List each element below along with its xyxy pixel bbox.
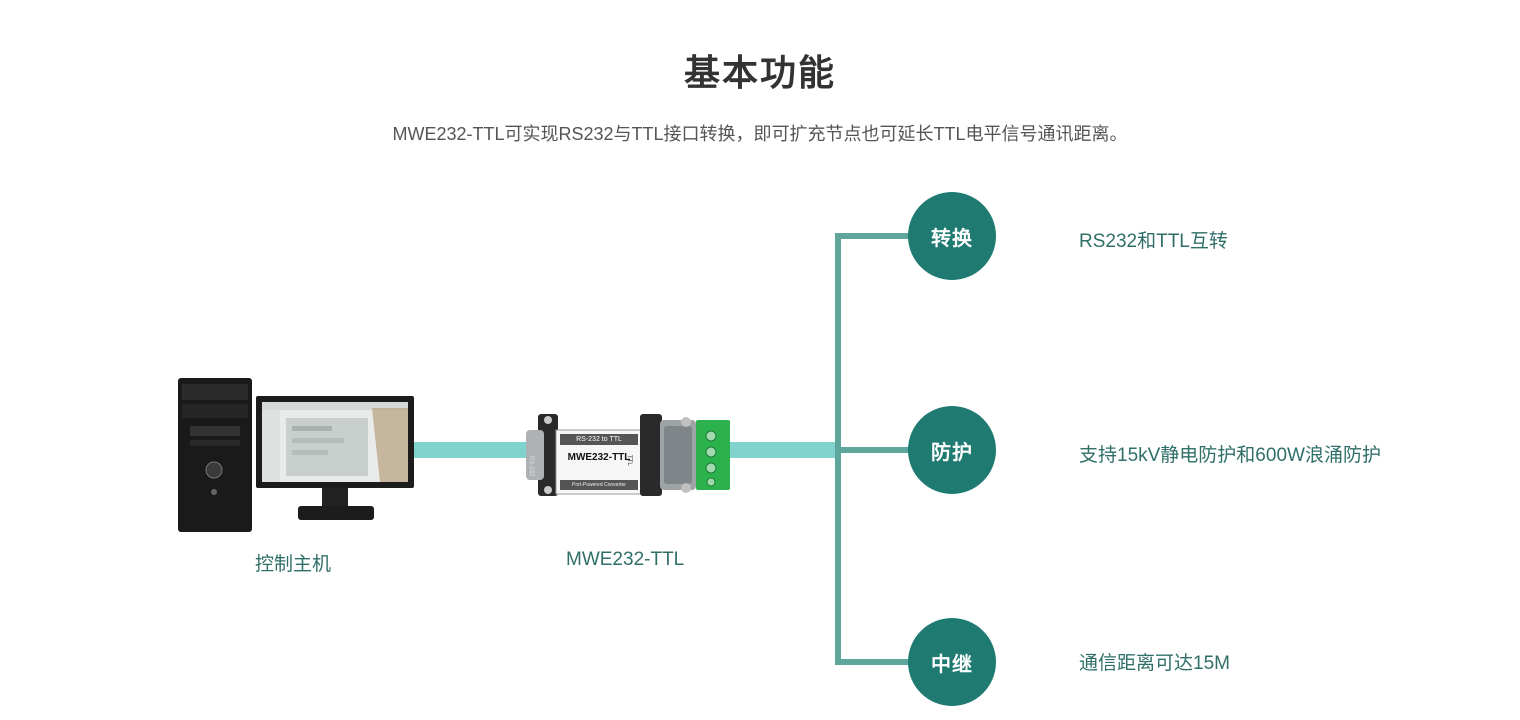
converter-device-icon bbox=[526, 414, 730, 496]
function-node-conversion: 转换 bbox=[908, 192, 996, 280]
function-node-relay: 中继 bbox=[908, 618, 996, 706]
page-title: 基本功能 bbox=[683, 52, 836, 93]
cable-converter-to-branch bbox=[728, 442, 838, 458]
converter-side-text: RS-232 bbox=[528, 456, 534, 477]
converter-top-text: RS-232 to TTL bbox=[576, 436, 622, 443]
tower-pc-icon bbox=[178, 378, 252, 532]
converter-label: MWE232-TTL bbox=[566, 549, 685, 570]
function-desc-relay: 通信距离可达15M bbox=[1079, 653, 1230, 674]
host-label: 控制主机 bbox=[255, 554, 332, 575]
page-subtitle: MWE232-TTL可实现RS232与TTL接口转换，即可扩充节点也可延长TTL… bbox=[392, 124, 1128, 144]
converter-model-text: MWE232-TTL bbox=[567, 452, 631, 463]
converter-ttl-text: TTL bbox=[626, 455, 632, 466]
function-desc-conversion: RS232和TTL互转 bbox=[1079, 231, 1228, 252]
function-node-protection: 防护 bbox=[908, 406, 996, 494]
cable-host-to-converter bbox=[412, 442, 532, 458]
monitor-icon bbox=[256, 396, 414, 520]
branch-lines bbox=[835, 233, 912, 665]
function-desc-protection: 支持15kV静电防护和600W浪涌防护 bbox=[1079, 445, 1381, 466]
converter-bottom-text: Port-Powered Converter bbox=[572, 482, 626, 488]
